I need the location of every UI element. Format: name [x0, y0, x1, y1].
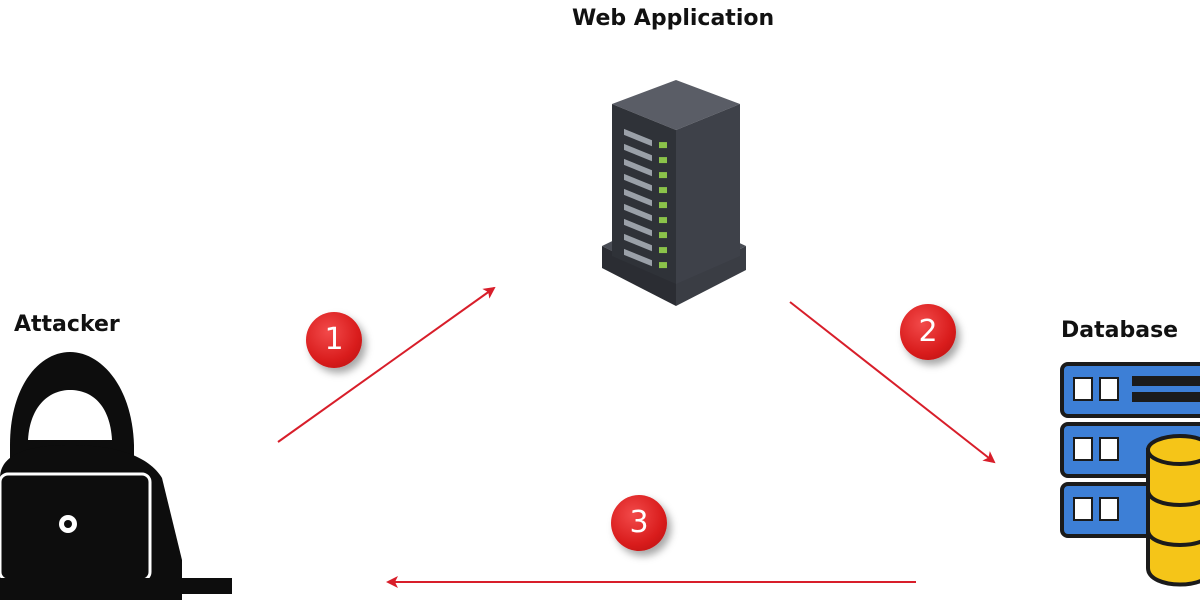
server-slot: [624, 173, 652, 192]
arrow-step-1: [277, 286, 496, 443]
server-slot: [624, 143, 652, 162]
server-slot: [624, 233, 652, 252]
server-led: [659, 187, 667, 194]
server-tower-icon: [602, 80, 746, 306]
server-led: [659, 157, 667, 164]
step-3-badge: 3: [611, 495, 667, 551]
hooded-hacker-icon: [0, 352, 232, 600]
database-label: Database: [1061, 318, 1179, 343]
step-2-badge: 2: [900, 304, 956, 360]
arrow-step-2: [789, 301, 996, 464]
server-slot: [624, 218, 652, 237]
server-led: [659, 172, 667, 179]
server-slot: [624, 128, 652, 147]
server-led: [659, 247, 667, 254]
server-led: [659, 142, 667, 149]
attacker-label: Attacker: [14, 312, 120, 337]
server-slot: [624, 188, 652, 207]
server-slots: [624, 128, 667, 269]
server-led: [659, 202, 667, 209]
server-slot: [624, 203, 652, 222]
database-cylinder-icon: [1146, 434, 1200, 587]
server-led: [659, 232, 667, 239]
step-1-badge: 1: [306, 312, 362, 368]
server-slot: [624, 158, 652, 177]
database-server-icon: [1060, 362, 1200, 587]
server-slot: [624, 248, 652, 267]
server-led: [659, 217, 667, 224]
server-led: [659, 262, 667, 269]
web-application-label: Web Application: [572, 6, 775, 31]
